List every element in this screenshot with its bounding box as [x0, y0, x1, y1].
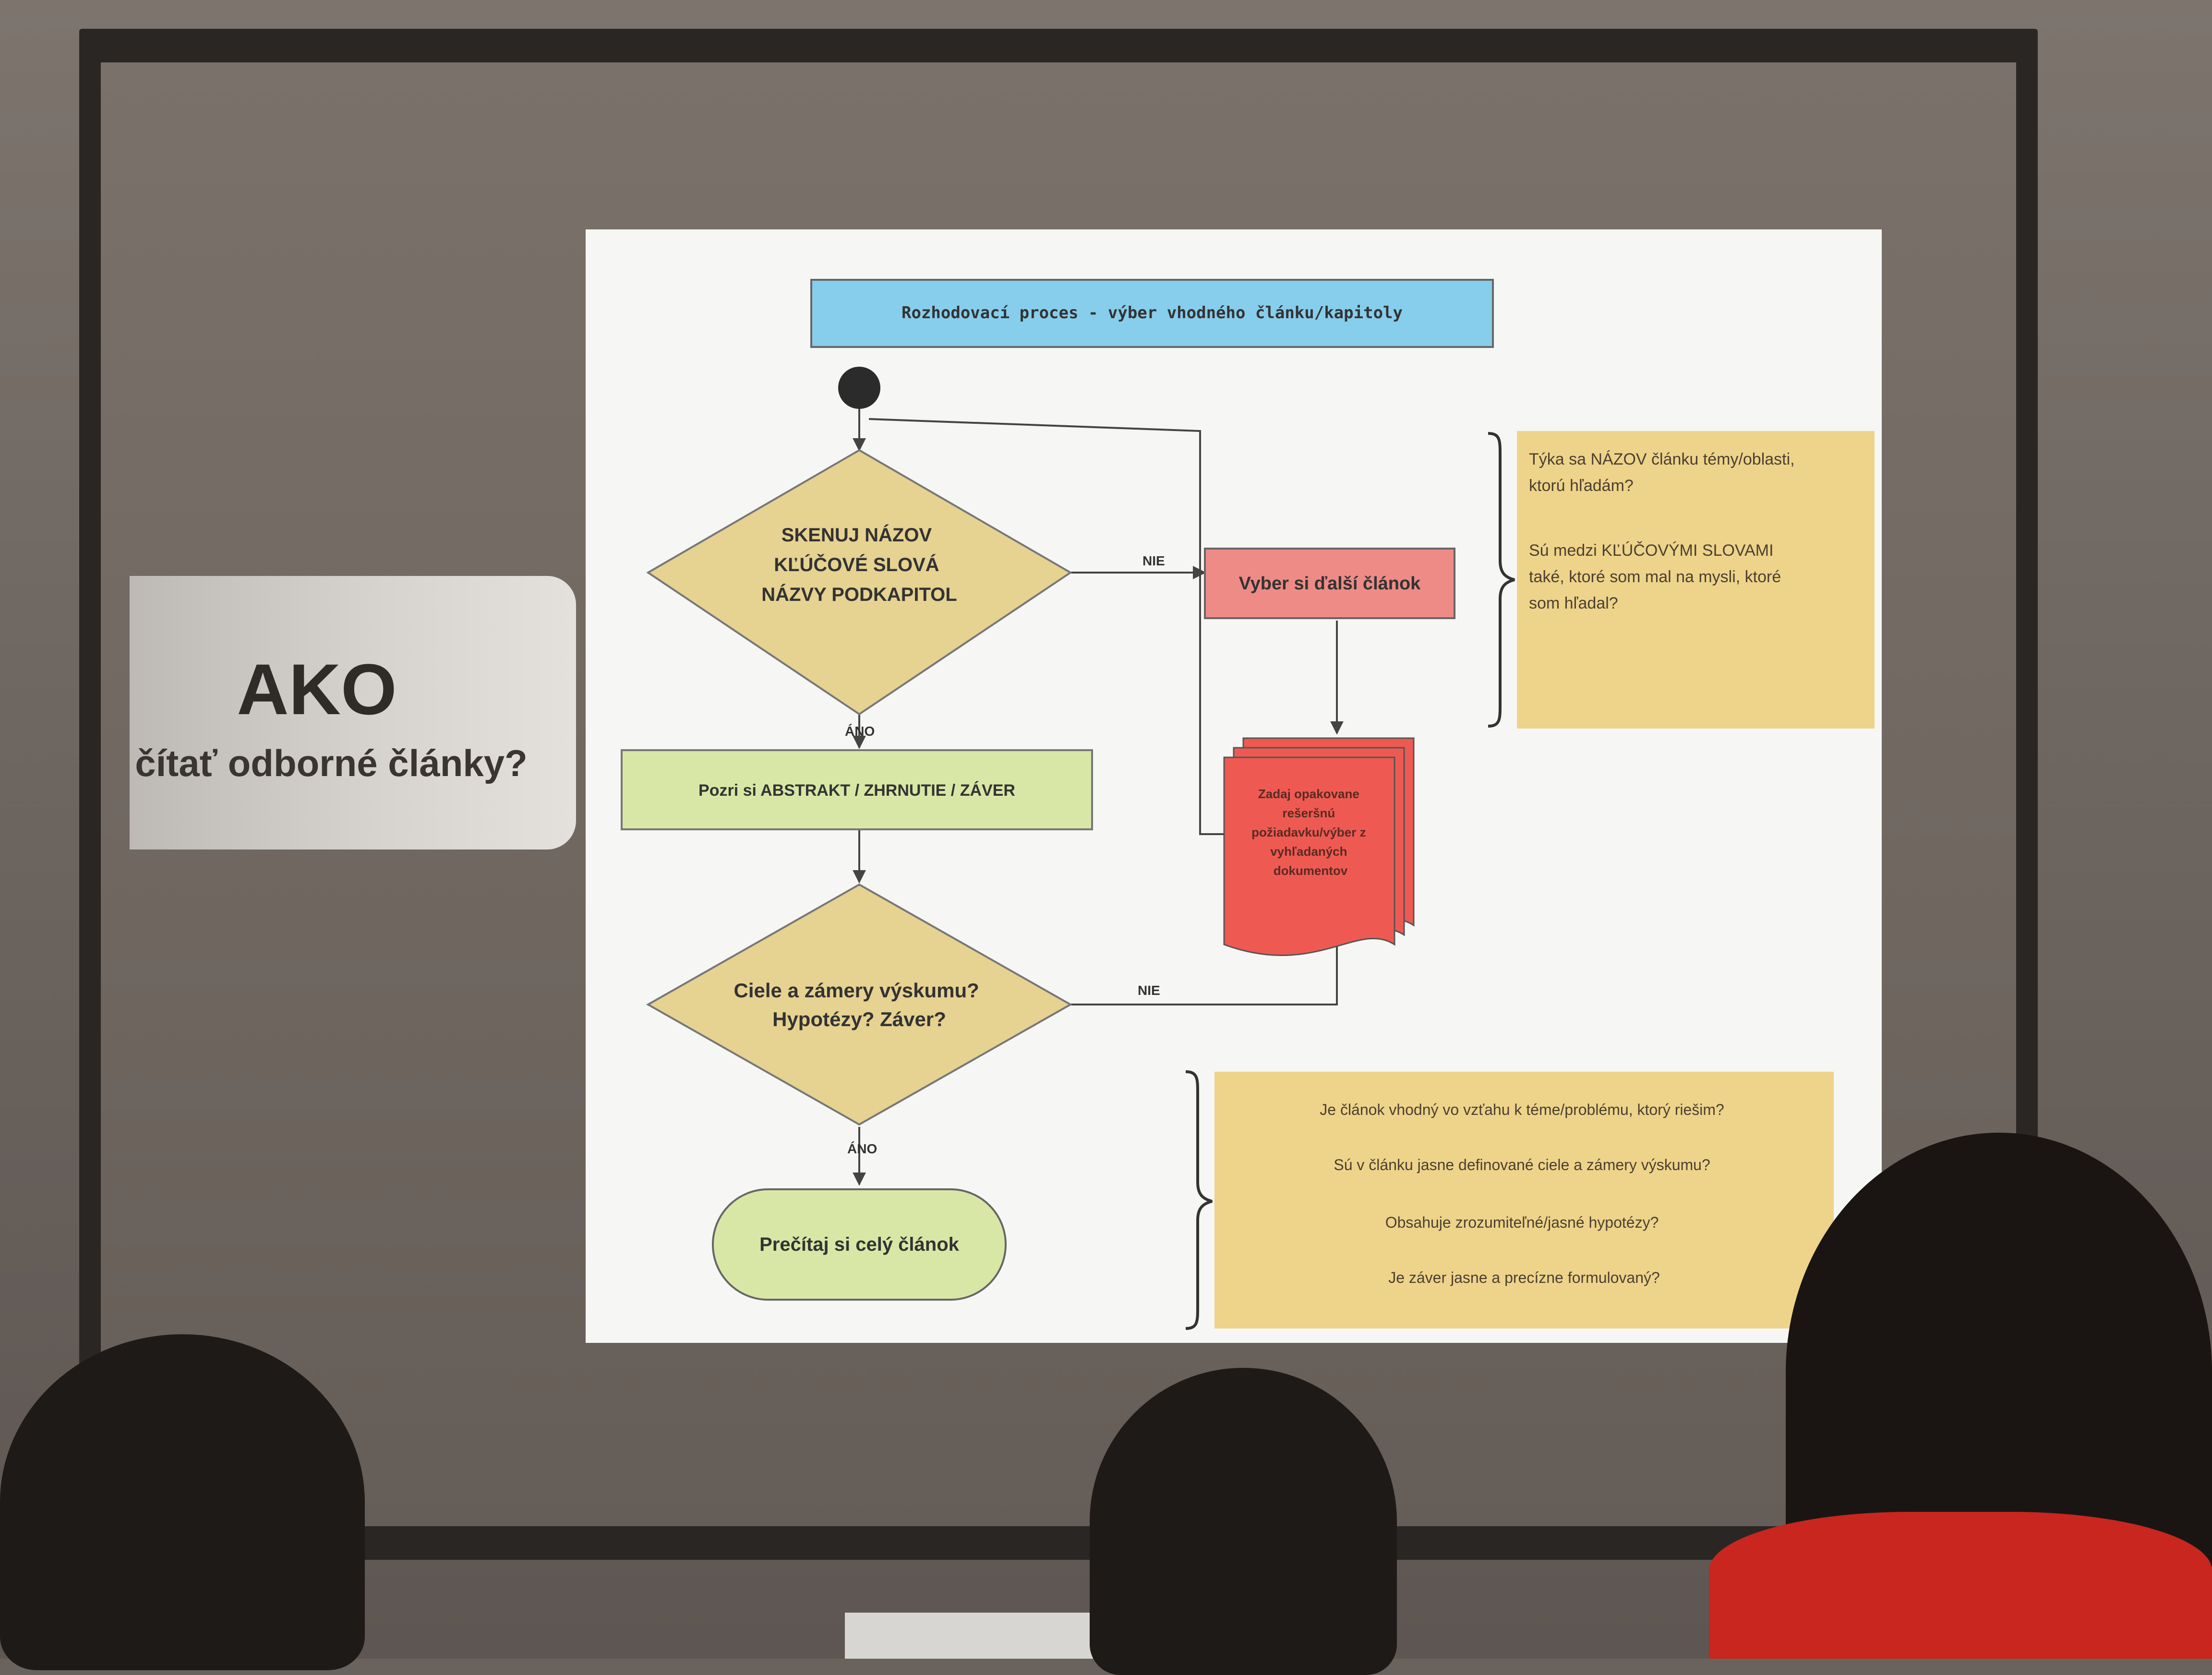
svg-text:SKENUJ NÁZOV KĽÚČOVÉ: SKENUJ NÁZOV KĽÚČOVÉ SLOVÁ NÁZVY PODKAPI…	[761, 524, 957, 605]
scan-line-3: NÁZVY PODKAPITOL	[761, 584, 957, 605]
svg-text:Je článok vhodný vo vzťahu k t: Je článok vhodný vo vzťahu k téme/problé…	[1320, 1101, 1728, 1286]
note-top-line-4: Sú medzi KĽÚČOVÝMI SLOVAMI	[1529, 541, 1774, 560]
read-full-label: Prečítaj si celý článok	[759, 1234, 960, 1255]
note-bottom-line-3: Obsahuje zrozumiteľné/jasné hypotézy?	[1385, 1214, 1659, 1231]
note-bottom-line-2: Sú v článku jasne definované ciele a zám…	[1334, 1156, 1710, 1173]
note-top-box	[1517, 431, 1875, 729]
abstract-label: Pozri si ABSTRAKT / ZHRNUTIE / ZÁVER	[698, 781, 1015, 800]
note-bottom-brace	[1185, 1070, 1213, 1330]
svg-text:Týka sa NÁZOV článku témy/obla: Týka sa NÁZOV článku témy/oblasti, ktorú…	[1529, 450, 1799, 612]
note-top-line-2: ktorú hľadám?	[1529, 477, 1634, 495]
flowchart-title: Rozhodovací proces - výber vhodného člán…	[902, 303, 1403, 323]
edge-label-no-1: NIE	[1142, 553, 1165, 568]
repeat-search-line-1: Zadaj opakovane	[1258, 787, 1359, 801]
flowchart-title-box: Rozhodovací proces - výber vhodného člán…	[810, 279, 1494, 348]
note-bottom: Je článok vhodný vo vzťahu k téme/problé…	[1185, 1070, 1834, 1330]
edge-label-yes-1: ÁNO	[845, 724, 875, 739]
note-bottom-line-1: Je článok vhodný vo vzťahu k téme/problé…	[1320, 1101, 1724, 1118]
goals-line-2: Hypotézy? Záver?	[772, 1008, 946, 1030]
note-bottom-box	[1214, 1072, 1834, 1328]
connector-loop-back	[868, 418, 1243, 835]
repeat-search-line-2: rešeršnú	[1282, 806, 1335, 820]
audience-head-center	[1090, 1368, 1397, 1675]
note-top-line-1: Týka sa NÁZOV článku témy/oblasti,	[1529, 450, 1795, 468]
svg-text:Ciele a zámery výskumu?: Ciele a zámery výskumu? Hypotézy? Záver?	[734, 979, 985, 1030]
edge-label-no-2: NIE	[1138, 983, 1160, 998]
side-card-title: AKO	[237, 649, 397, 730]
side-title-card: AKO čítať odborné články?	[130, 576, 576, 849]
screen-bottom-bar	[845, 1613, 1114, 1659]
document-repeat-search: Zadaj opakovane rešeršnú požiadavku/výbe…	[1223, 737, 1415, 957]
goals-line-1: Ciele a zámery výskumu?	[734, 979, 979, 1002]
connector-goals-no	[1070, 924, 1344, 1005]
note-top-line-5: také, ktoré som mal na mysli, ktoré	[1529, 568, 1781, 586]
start-node	[838, 367, 880, 409]
side-card-subtitle: čítať odborné články?	[135, 742, 528, 784]
note-top-line-6: som hľadal?	[1529, 594, 1618, 612]
note-top: Týka sa NÁZOV článku témy/oblasti, ktorú…	[1488, 431, 1875, 729]
flowchart-slide: Rozhodovací proces - výber vhodného člán…	[586, 229, 1882, 1343]
audience-head-left	[0, 1334, 365, 1670]
terminal-read-full: Prečítaj si celý článok	[712, 1188, 1007, 1301]
flowchart-diagram: Rozhodovací proces - výber vhodného člán…	[621, 279, 1875, 1330]
next-article-label: Vyber si ďalší článok	[1239, 574, 1421, 594]
repeat-search-line-4: vyhľadaných	[1270, 844, 1347, 859]
edge-label-yes-2: ÁNO	[847, 1141, 877, 1156]
svg-text:Zadaj opakovane rešerš: Zadaj opakovane rešeršnú požiadavku/výbe…	[1251, 787, 1370, 878]
repeat-search-line-5: dokumentov	[1274, 863, 1348, 878]
decision-scan-title: SKENUJ NÁZOV KĽÚČOVÉ SLOVÁ NÁZVY PODKAPI…	[646, 449, 1072, 716]
note-top-brace	[1488, 432, 1515, 728]
note-bottom-line-4: Je záver jasne a precízne formulovaný?	[1388, 1269, 1660, 1286]
process-abstract: Pozri si ABSTRAKT / ZHRNUTIE / ZÁVER	[621, 749, 1093, 830]
repeat-search-line-3: požiadavku/výber z	[1251, 825, 1366, 839]
scan-line-1: SKENUJ NÁZOV	[781, 524, 932, 546]
audience-red-hoodie	[1709, 1512, 2212, 1659]
flowchart-connectors	[853, 409, 1344, 1186]
scan-line-2: KĽÚČOVÉ SLOVÁ	[774, 553, 939, 575]
decision-goals: Ciele a zámery výskumu? Hypotézy? Záver?	[646, 883, 1073, 1126]
process-next-article: Vyber si ďalší článok	[1204, 548, 1455, 619]
